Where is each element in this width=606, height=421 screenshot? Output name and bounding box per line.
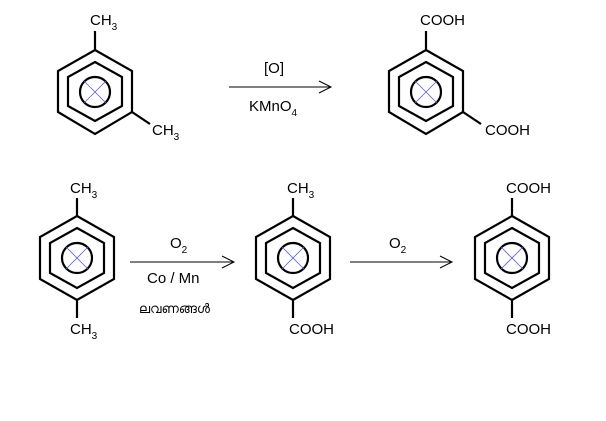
carboxyl-label-top: COOH: [506, 180, 551, 197]
p-toluic-acid-molecule: CH3 COOH: [254, 180, 334, 338]
methyl-label-top: CH3: [287, 180, 315, 201]
arrow-above-oxygen: O2: [170, 235, 188, 256]
methyl-label-top: CH3: [90, 12, 118, 33]
benzene-ring: [473, 214, 551, 302]
benzene-ring: [387, 48, 465, 136]
benzene-ring: [38, 214, 116, 302]
carboxyl-label-top: COOH: [420, 12, 465, 29]
arrow-above-oxygen: O2: [389, 235, 407, 256]
benzene-ring: [254, 214, 332, 302]
benzene-ring: [56, 48, 134, 136]
methyl-label-right: CH3: [152, 122, 180, 143]
methyl-label-bottom: CH3: [70, 321, 98, 342]
methyl-label-top: CH3: [70, 180, 98, 201]
arrow-above-oxidant: [O]: [264, 60, 284, 77]
bond-carboxyl-right: [462, 111, 482, 125]
reaction2-arrow1: O2 Co / Mn ലവണങ്ങൾ: [130, 235, 236, 317]
carboxyl-label-bottom: COOH: [289, 321, 334, 338]
carboxyl-label-right: COOH: [485, 122, 530, 139]
arrow-below-catalyst: Co / Mn: [147, 270, 200, 287]
arrow-below-reagent: KMnO4: [249, 98, 298, 119]
p-xylene-molecule: CH3 CH3: [38, 180, 116, 342]
isophthalic-acid-molecule: COOH COOH: [387, 12, 530, 139]
reaction1-arrow: [O] KMnO4: [229, 60, 333, 119]
carboxyl-label-bottom: COOH: [506, 321, 551, 338]
reaction2-arrow2: O2: [350, 235, 454, 269]
terephthalic-acid-molecule: COOH COOH: [473, 180, 551, 338]
m-xylene-molecule: CH3 CH3: [56, 12, 180, 143]
bond-methyl-right: [131, 111, 151, 125]
arrow-below-salts-label: ലവണങ്ങൾ: [139, 302, 211, 317]
